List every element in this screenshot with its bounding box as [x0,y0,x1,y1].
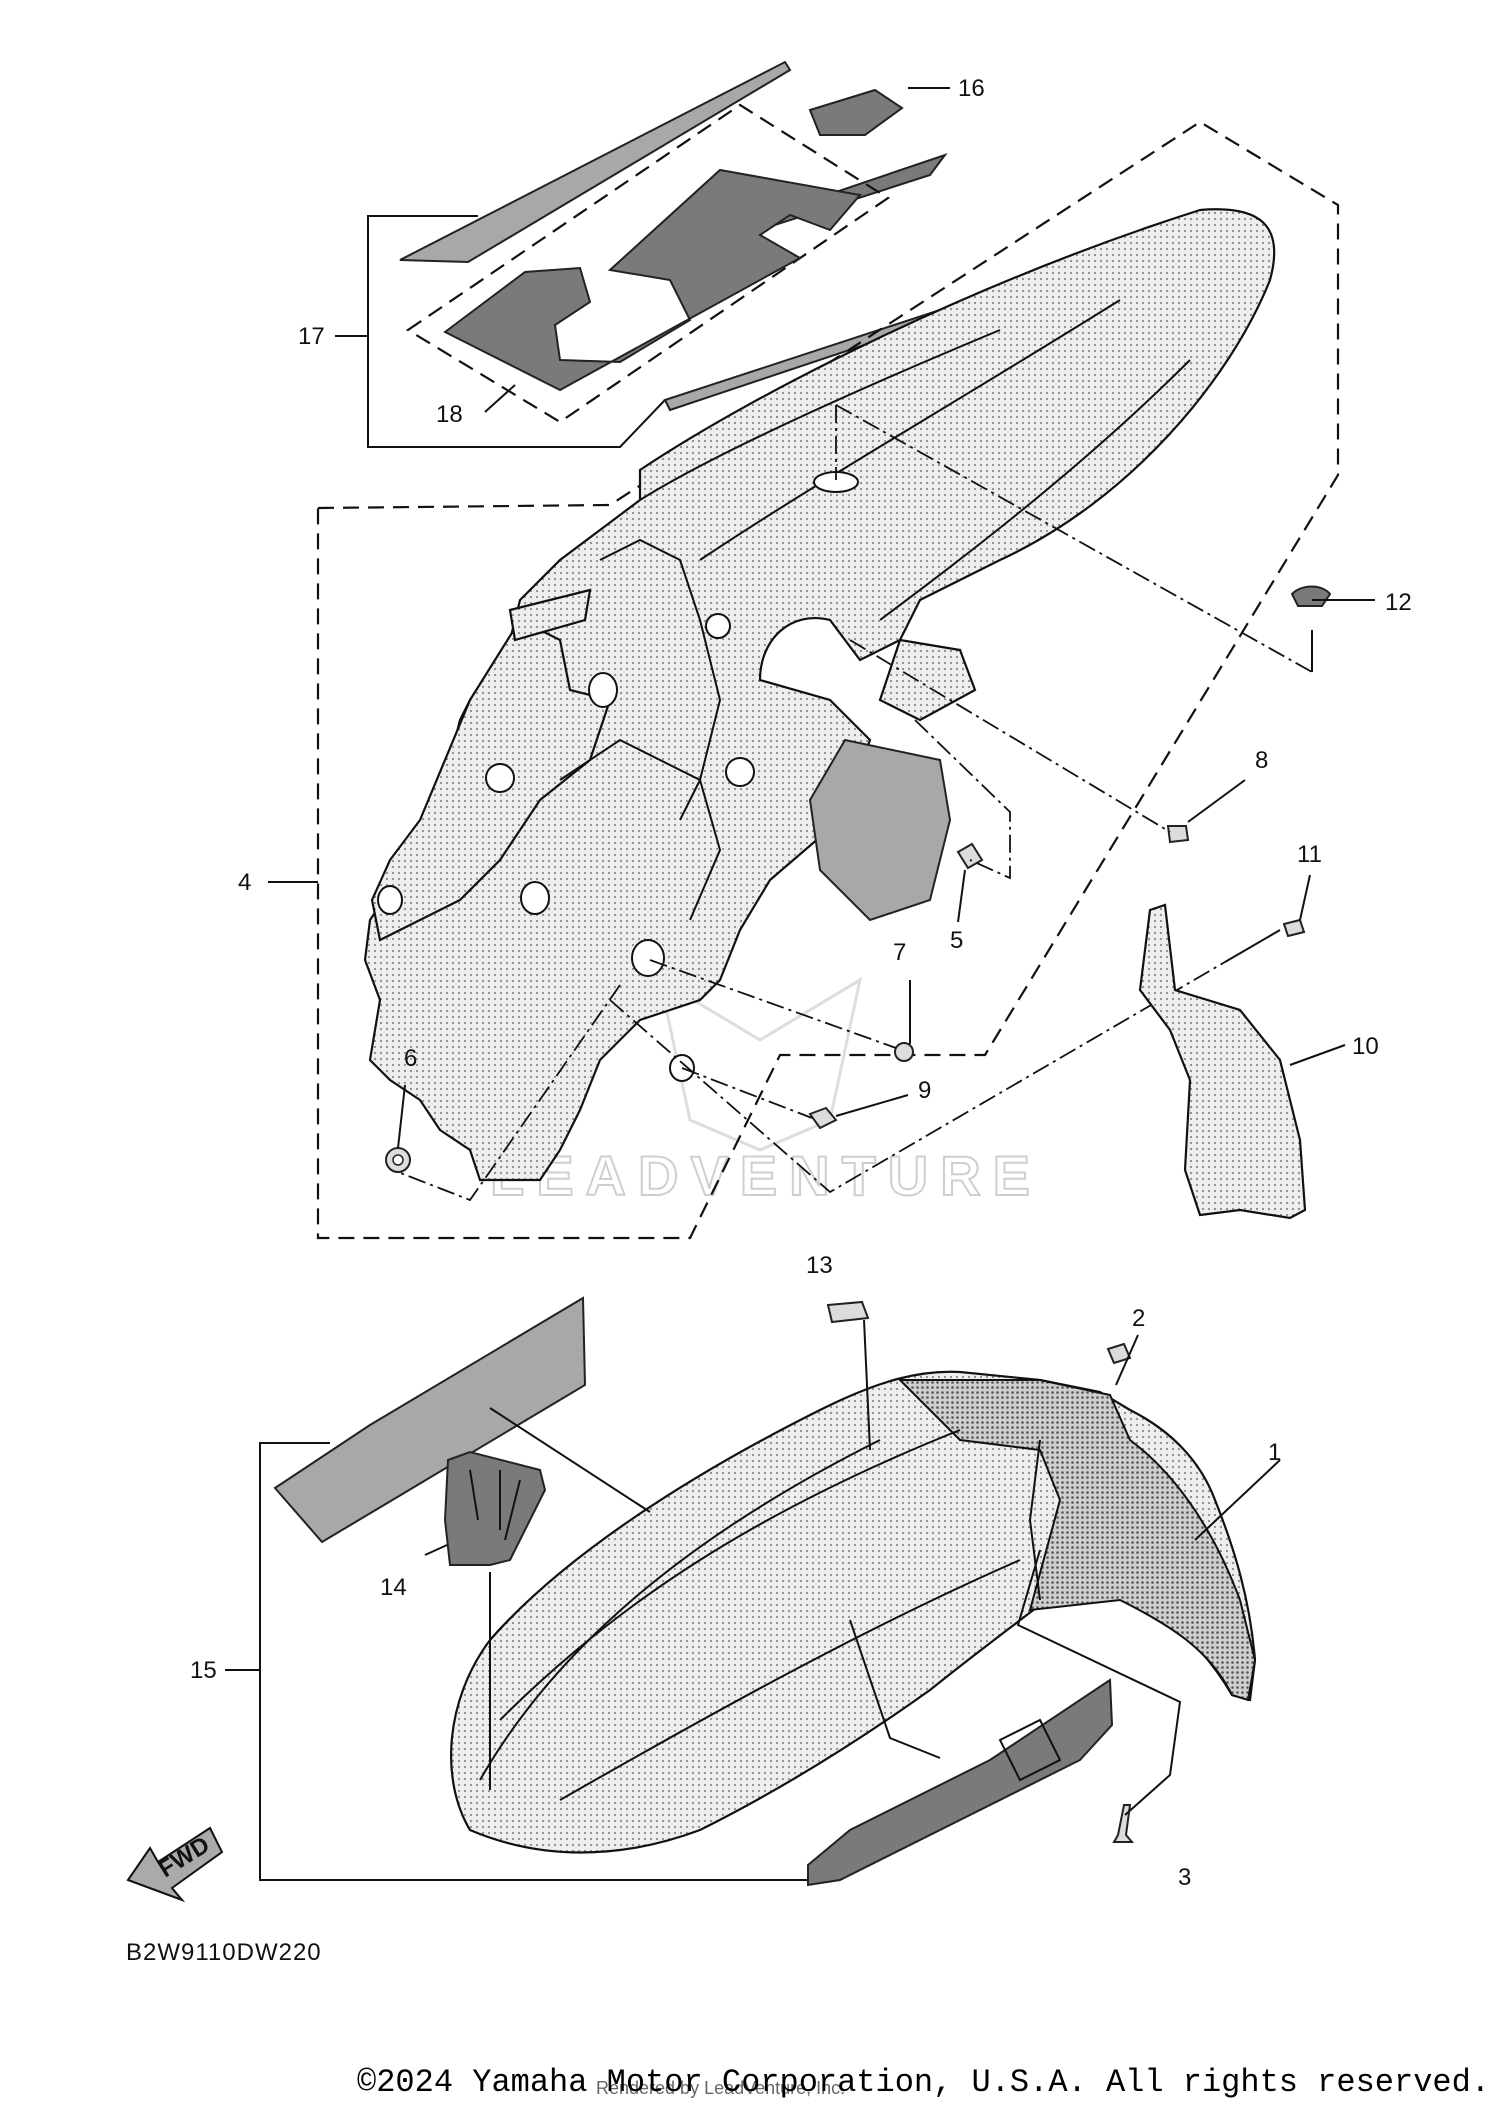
leader-lines-rear [397,404,1375,1202]
callout-9: 9 [918,1077,931,1104]
callout-7: 7 [893,939,906,966]
part-2 [1106,1342,1132,1365]
decal-14 [443,1450,547,1566]
front-decals [273,1296,1114,1887]
mud-flap-10 [1138,903,1346,1220]
front-fender-rear-section [897,1379,1257,1702]
callout-11: 11 [1297,841,1322,868]
rear-fender [363,208,1276,1182]
part-8 [1166,825,1190,844]
callout-3: 3 [1178,1864,1191,1891]
front-bolts [1106,1342,1135,1843]
front-fender-kit-outline [225,1442,830,1881]
callout-5: 5 [950,927,963,954]
watermark: LEADVENTURE [489,976,1042,1208]
leader-lines-front [424,1319,1281,1816]
decal-16 [808,88,904,136]
watermark-text: LEADVENTURE [490,1144,1042,1207]
part-5 [956,842,984,870]
callout-2: 2 [1132,1305,1145,1332]
part-3 [1112,1804,1135,1843]
callout-8: 8 [1255,747,1268,774]
callout-13: 13 [806,1252,833,1279]
callout-14: 14 [380,1574,407,1601]
callout-4: 4 [238,869,251,896]
part-11 [1282,918,1306,938]
callout-15: 15 [190,1657,217,1684]
decal-15-top [273,1296,587,1544]
front-fender [450,1370,1257,1854]
decal-13 [826,1300,870,1324]
callout-18: 18 [436,401,463,428]
callout-10: 10 [1352,1033,1379,1060]
callout-6: 6 [404,1045,417,1072]
part-7 [894,1042,914,1062]
decal-15-side [807,1678,1114,1887]
rear-fender-kit-outline [316,120,1340,1240]
part-12 [1290,585,1332,607]
fwd-arrow: FWD [126,1826,224,1903]
part-9 [808,1106,838,1130]
hardware [385,585,1332,1173]
callout-17: 17 [298,323,325,350]
copyright-notice: ©2024 Yamaha Motor Corporation, U.S.A. A… [357,2064,1490,2101]
callout-1: 1 [1268,1439,1281,1466]
diagram-code: B2W9110DW220 [126,1939,322,1966]
callout-labels: 1 2 3 4 5 6 7 8 9 10 11 12 13 14 15 16 1… [190,75,1412,1891]
callout-12: 12 [1385,589,1412,616]
callout-16: 16 [958,75,985,102]
rendered-by: Rendered by LeadVenture, Inc. [596,2078,845,2098]
